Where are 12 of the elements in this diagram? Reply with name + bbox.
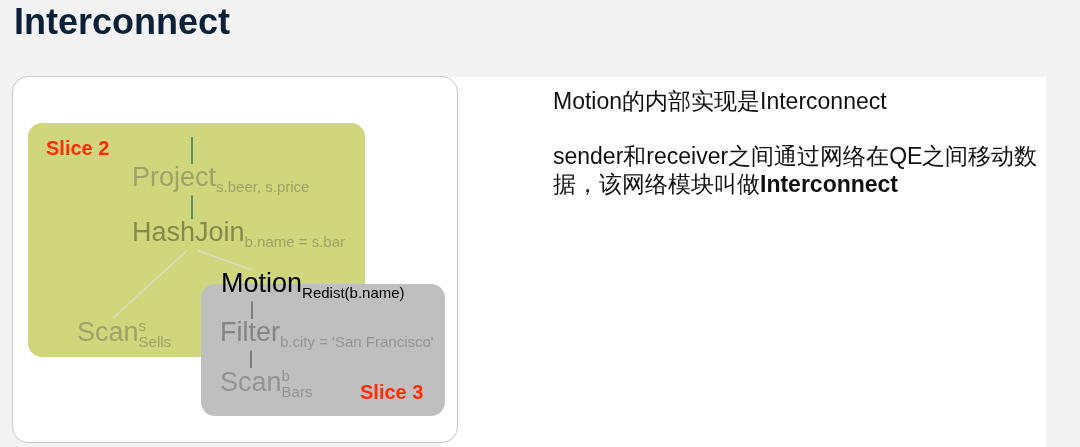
- connector-line: [197, 249, 253, 271]
- paragraph: Motion的内部实现是Interconnect: [553, 87, 888, 115]
- paragraph: sender和receiver之间通过网络在QE之间移动数据，该网络模块叫做Interconnect: [553, 142, 1039, 198]
- title: Interconnect: [14, 4, 231, 40]
- connector-line: [112, 249, 188, 319]
- connector-line: [250, 349, 252, 369]
- connector-line: [191, 136, 193, 165]
- connector-line: [191, 194, 193, 220]
- connector-line: [251, 300, 253, 320]
- slice-label: Slice 2: [46, 138, 110, 158]
- plan-operator: Motion$_{Redist(b.name)}$: [221, 270, 405, 302]
- slice-label: Slice 3: [360, 382, 424, 402]
